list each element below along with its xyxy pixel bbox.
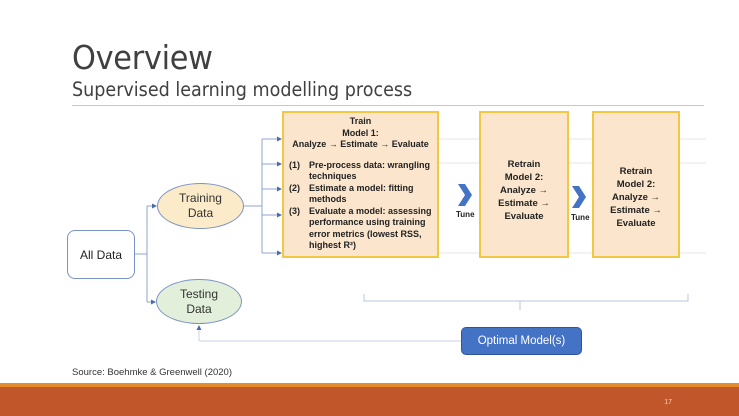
train-heading: Train	[349, 116, 372, 126]
step-number: (3)	[289, 205, 300, 216]
train-process-label: Analyze → Estimate → Evaluate	[292, 139, 429, 149]
tune-label: Tune	[456, 210, 475, 219]
train-steps-list: (1) Pre-process data: wrangling techniqu…	[289, 160, 432, 252]
tune-label: Tune	[571, 213, 590, 222]
testing-data-line1: Testing	[179, 286, 219, 301]
page-number: 17	[664, 399, 672, 406]
retrain-line: Retrain	[507, 159, 541, 170]
step-text: Evaluate a model: assessing performance …	[309, 205, 432, 251]
source-citation: Source: Boehmke & Greenwell (2020)	[72, 367, 232, 378]
training-data-line1: Training	[179, 191, 222, 205]
training-data-line2: Data	[187, 206, 214, 220]
train-step: (1) Pre-process data: wrangling techniqu…	[289, 160, 432, 183]
step-text: Estimate a model: fitting methods	[309, 182, 414, 205]
retrain-line: Estimate →	[610, 205, 662, 216]
retrain-line: Analyze →	[611, 192, 661, 203]
slide-subtitle: Supervised learning modelling process	[72, 78, 413, 101]
footer-accent-line	[0, 383, 739, 387]
retrain-line: Retrain	[619, 166, 653, 177]
train-step: (3) Evaluate a model: assessing performa…	[289, 206, 432, 252]
title-divider	[72, 105, 704, 106]
chevron-right-icon	[458, 184, 472, 206]
step-text: Pre-process data: wrangling techniques	[309, 159, 431, 182]
retrain-model-box-1: Retrain Model 2: Analyze → Estimate → Ev…	[479, 111, 569, 258]
chevron-right-icon	[572, 186, 586, 208]
train-model-box: Train Model 1: Analyze → Estimate → Eval…	[282, 111, 439, 258]
optimal-models-node: Optimal Model(s)	[461, 327, 582, 355]
all-data-node: All Data	[67, 230, 135, 279]
testing-data-line2: Data	[186, 301, 212, 316]
retrain-line: Model 2:	[616, 179, 656, 190]
retrain-line: Estimate →	[498, 198, 550, 209]
train-model-label: Model 1:	[342, 127, 379, 138]
retrain-model-box-2: Retrain Model 2: Analyze → Estimate → Ev…	[592, 111, 680, 258]
retrain-line: Evaluate	[616, 218, 656, 229]
retrain-line: Evaluate	[504, 211, 544, 222]
retrain-line: Model 2:	[504, 172, 544, 183]
train-step: (2) Estimate a model: fitting methods	[289, 183, 432, 206]
step-number: (2)	[289, 182, 300, 193]
training-data-node: Training Data	[157, 183, 244, 229]
slide-title: Overview	[72, 38, 213, 77]
retrain-line: Analyze →	[499, 185, 549, 196]
step-number: (1)	[289, 159, 300, 170]
testing-data-node: Testing Data	[156, 279, 242, 324]
footer-bar: 17	[0, 387, 739, 416]
